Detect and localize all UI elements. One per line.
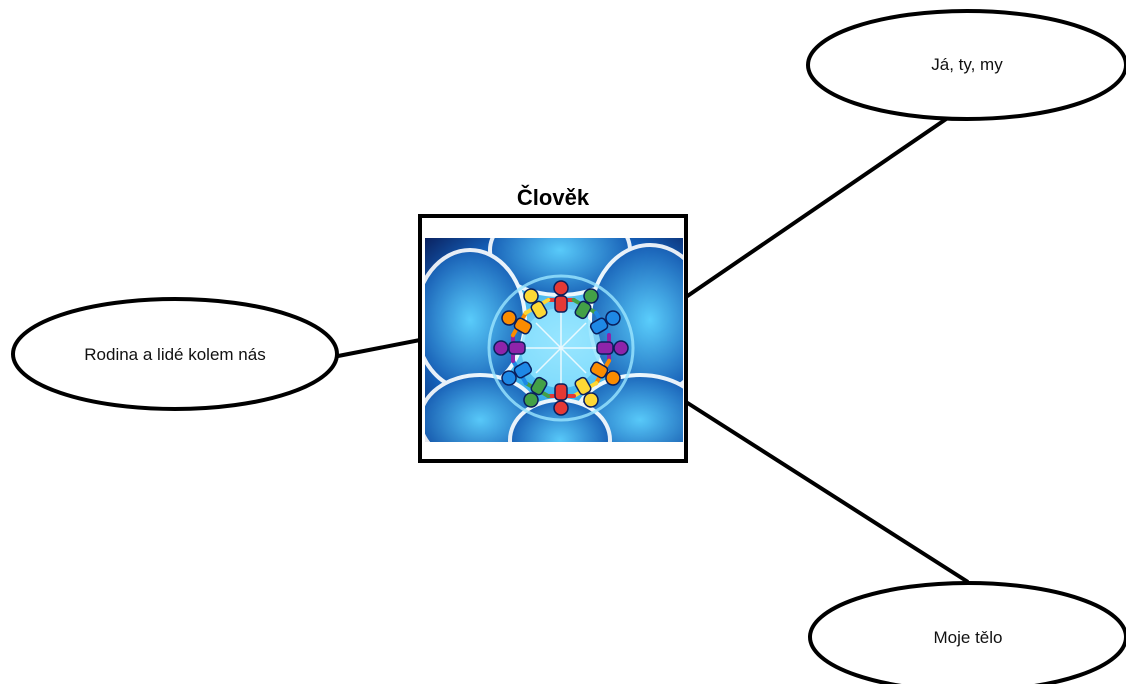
node-rodina: Rodina a lidé kolem nás [11,297,339,411]
connector-top-right [684,113,954,299]
people-circle-icon [425,238,683,442]
person-figure [589,310,621,338]
node-ja-ty-my-label: Já, ty, my [931,55,1003,74]
person-figure [501,310,533,338]
person-figure [523,288,551,320]
person-figure [546,280,576,313]
node-moje-telo-label: Moje tělo [934,628,1003,647]
node-rodina-label: Rodina a lidé kolem nás [84,345,265,364]
node-ja-ty-my: Já, ty, my [806,9,1126,121]
connector-left [332,338,421,359]
node-moje-telo: Moje tělo [808,581,1126,684]
person-figure [546,383,576,416]
center-image [418,214,688,463]
center-title: Člověk [517,185,590,210]
person-figure [571,376,599,408]
connector-bottom-right [684,400,970,584]
person-figure [501,358,533,386]
person-figure [523,376,551,408]
person-figure [596,333,629,363]
people-ring [493,280,629,416]
person-figure [571,288,599,320]
person-figure [589,358,621,386]
person-figure [493,333,526,363]
